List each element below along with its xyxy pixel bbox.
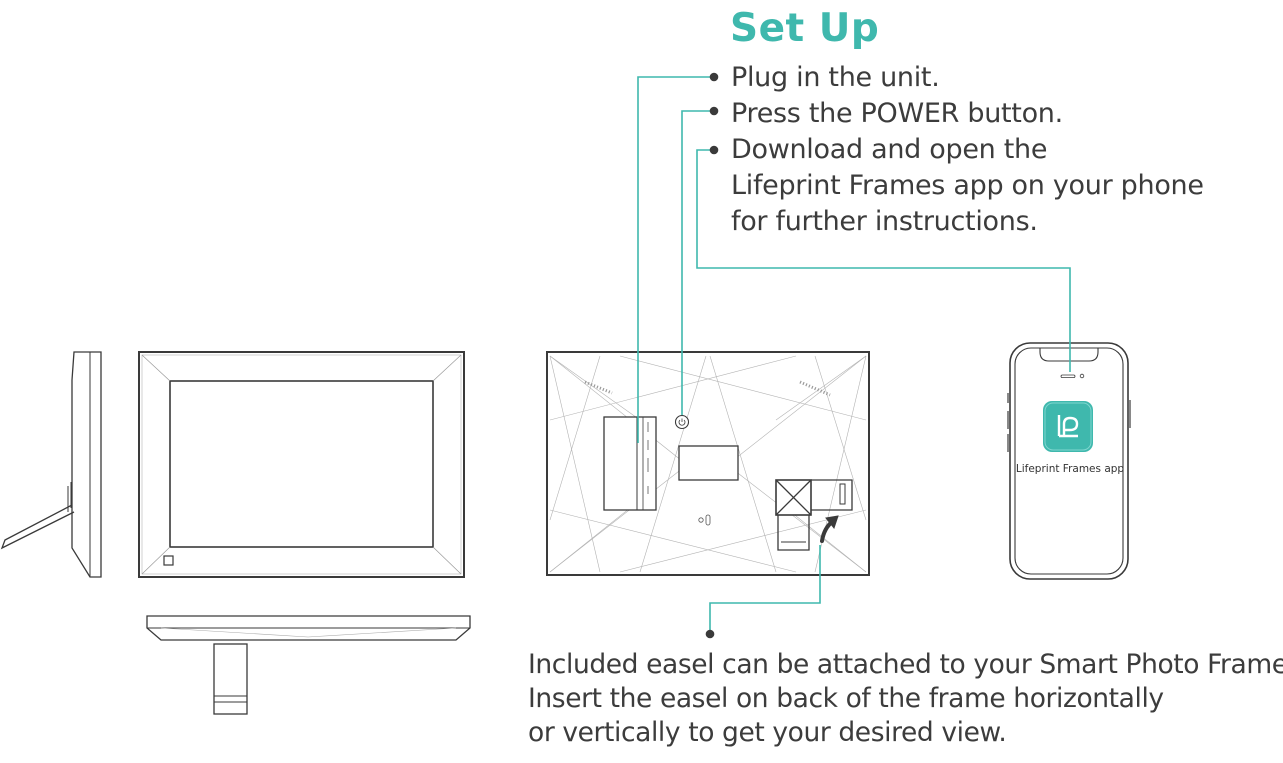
step-download-app-line3: for further instructions.	[731, 206, 1038, 237]
step-download-app-line1: Download and open the	[731, 134, 1048, 165]
app-label: Lifeprint Frames app	[1015, 463, 1125, 475]
easel-note-line3: or vertically to get your desired view.	[528, 717, 1007, 748]
step-plug-in: Plug in the unit.	[731, 62, 940, 93]
phone-illustration	[1007, 342, 1131, 580]
lifeprint-logo-icon	[1043, 401, 1093, 452]
callout-dots	[705, 72, 719, 639]
easel-note-line2: Insert the easel on back of the frame ho…	[528, 683, 1164, 714]
setup-title: Set Up	[730, 6, 880, 51]
easel-note-line1: Included easel can be attached to your S…	[528, 649, 1283, 680]
frame-back-view	[546, 351, 870, 576]
step-power-button: Press the POWER button.	[731, 98, 1063, 129]
step-download-app-line2: Lifeprint Frames app on your phone	[731, 170, 1204, 201]
frame-top-view	[146, 615, 471, 715]
callout-lines	[637, 76, 1071, 633]
frame-front-view	[138, 351, 465, 578]
frame-side-view	[0, 351, 102, 578]
